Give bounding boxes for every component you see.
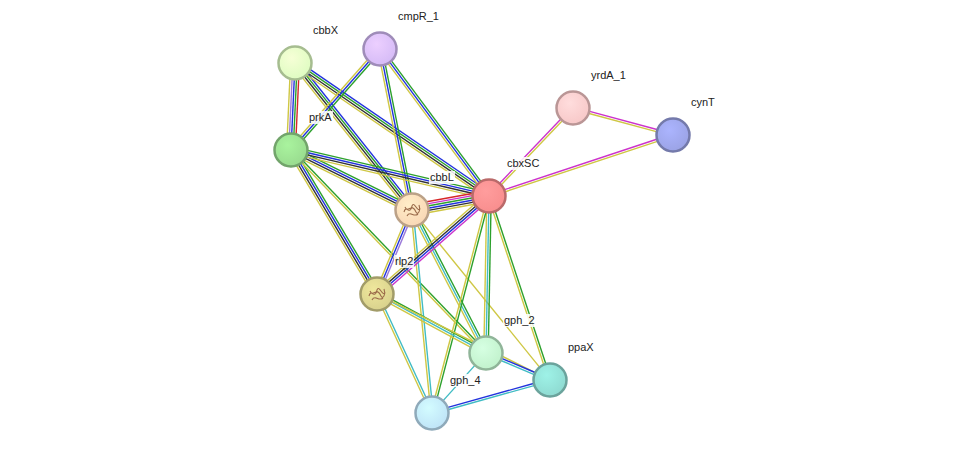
protein-node: cynT xyxy=(655,117,691,153)
evidence-line xyxy=(495,211,546,365)
node-label: cbbX xyxy=(312,24,339,37)
node-circle xyxy=(555,90,591,126)
evidence-line xyxy=(309,71,477,186)
evidence-line xyxy=(307,153,474,192)
evidence-line xyxy=(383,309,425,399)
protein-node: ppaX xyxy=(532,362,568,398)
structure-thumbnail xyxy=(404,204,420,216)
evidence-line xyxy=(484,212,486,337)
evidence-line xyxy=(302,61,370,138)
evidence-line xyxy=(448,385,535,409)
node-label: cbxSC xyxy=(506,157,540,170)
node-label: yrdA_1 xyxy=(590,69,627,82)
node-circle xyxy=(277,45,313,81)
node-label: rlp2 xyxy=(394,255,414,268)
evidence-line xyxy=(390,304,471,348)
node-label: cynT xyxy=(690,96,716,109)
interaction-edge xyxy=(504,139,658,192)
interaction-edge xyxy=(484,212,491,337)
interaction-edge xyxy=(391,301,535,373)
evidence-line xyxy=(388,63,478,184)
interaction-edge xyxy=(296,162,371,282)
evidence-line xyxy=(287,79,290,134)
node-label: gph_2 xyxy=(503,314,536,327)
node-circle xyxy=(471,178,507,214)
node-label: ppaX xyxy=(567,341,595,354)
evidence-line xyxy=(391,302,472,346)
evidence-line xyxy=(500,360,535,375)
node-circle xyxy=(532,362,568,398)
evidence-line xyxy=(505,141,659,192)
node-circle xyxy=(414,395,450,431)
evidence-line xyxy=(385,308,427,398)
node-label: prkA xyxy=(308,111,333,124)
protein-node: rlp2 xyxy=(359,276,395,312)
node-circle xyxy=(655,117,691,153)
evidence-line xyxy=(391,61,481,182)
evidence-line xyxy=(296,165,366,282)
interaction-edge xyxy=(306,150,474,195)
protein-node: cmpR_1 xyxy=(362,31,398,67)
evidence-line xyxy=(589,111,658,130)
protein-node: gph_2 xyxy=(468,335,504,371)
evidence-line xyxy=(381,224,404,278)
protein-node: prkA xyxy=(273,132,309,168)
evidence-line xyxy=(588,113,657,132)
protein-node: gph_4 xyxy=(414,395,450,431)
node-circle xyxy=(394,192,430,228)
interaction-edge xyxy=(287,79,298,134)
evidence-line xyxy=(435,211,484,397)
evidence-line xyxy=(437,212,486,398)
evidence-line xyxy=(298,164,368,281)
protein-node: yrdA_1 xyxy=(555,90,591,126)
evidence-line xyxy=(390,62,480,183)
node-circle xyxy=(468,335,504,371)
evidence-line xyxy=(306,155,473,194)
node-circle xyxy=(359,276,395,312)
evidence-line xyxy=(300,163,370,280)
protein-node: cbbL xyxy=(394,192,430,228)
evidence-line xyxy=(501,358,536,373)
node-label: cmpR_1 xyxy=(397,10,440,23)
evidence-line xyxy=(307,150,474,189)
interaction-edge xyxy=(388,61,481,185)
evidence-line xyxy=(302,162,372,279)
evidence-line xyxy=(504,139,658,190)
interaction-edge xyxy=(435,211,486,398)
interaction-edge xyxy=(427,193,474,212)
interaction-edge xyxy=(500,358,535,375)
interaction-edge xyxy=(447,383,535,410)
protein-node: cbbX xyxy=(277,45,313,81)
node-circle xyxy=(362,31,398,67)
evidence-line xyxy=(303,62,371,139)
evidence-line xyxy=(391,301,535,373)
evidence-line xyxy=(493,212,544,366)
node-circle xyxy=(273,132,309,168)
structure-thumbnail xyxy=(369,288,385,300)
interaction-edge xyxy=(588,111,658,132)
interaction-edge xyxy=(383,308,427,399)
evidence-line xyxy=(303,161,476,341)
protein-node: cbxSC xyxy=(471,178,507,214)
interaction-edge xyxy=(417,223,480,340)
node-label: cbbL xyxy=(429,171,455,184)
node-label: gph_4 xyxy=(449,374,482,387)
interaction-edge xyxy=(300,60,371,140)
interaction-edge xyxy=(493,211,546,365)
